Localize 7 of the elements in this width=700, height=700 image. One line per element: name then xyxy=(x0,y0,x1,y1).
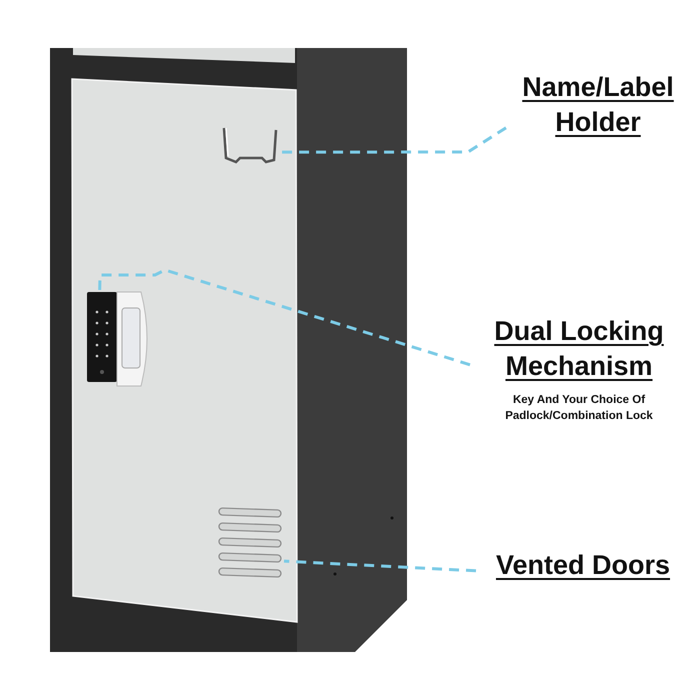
leader-line xyxy=(98,268,470,366)
leader-line xyxy=(282,126,507,154)
callout-title: Vented Doors xyxy=(496,549,670,582)
callout-title: Dual Locking Mechanism xyxy=(493,315,665,383)
callout-description: Key And Your Choice Of Padlock/Combination Lock xyxy=(504,393,654,424)
callout-title: Name/Label Holder xyxy=(521,71,675,139)
leader-line xyxy=(284,560,476,572)
